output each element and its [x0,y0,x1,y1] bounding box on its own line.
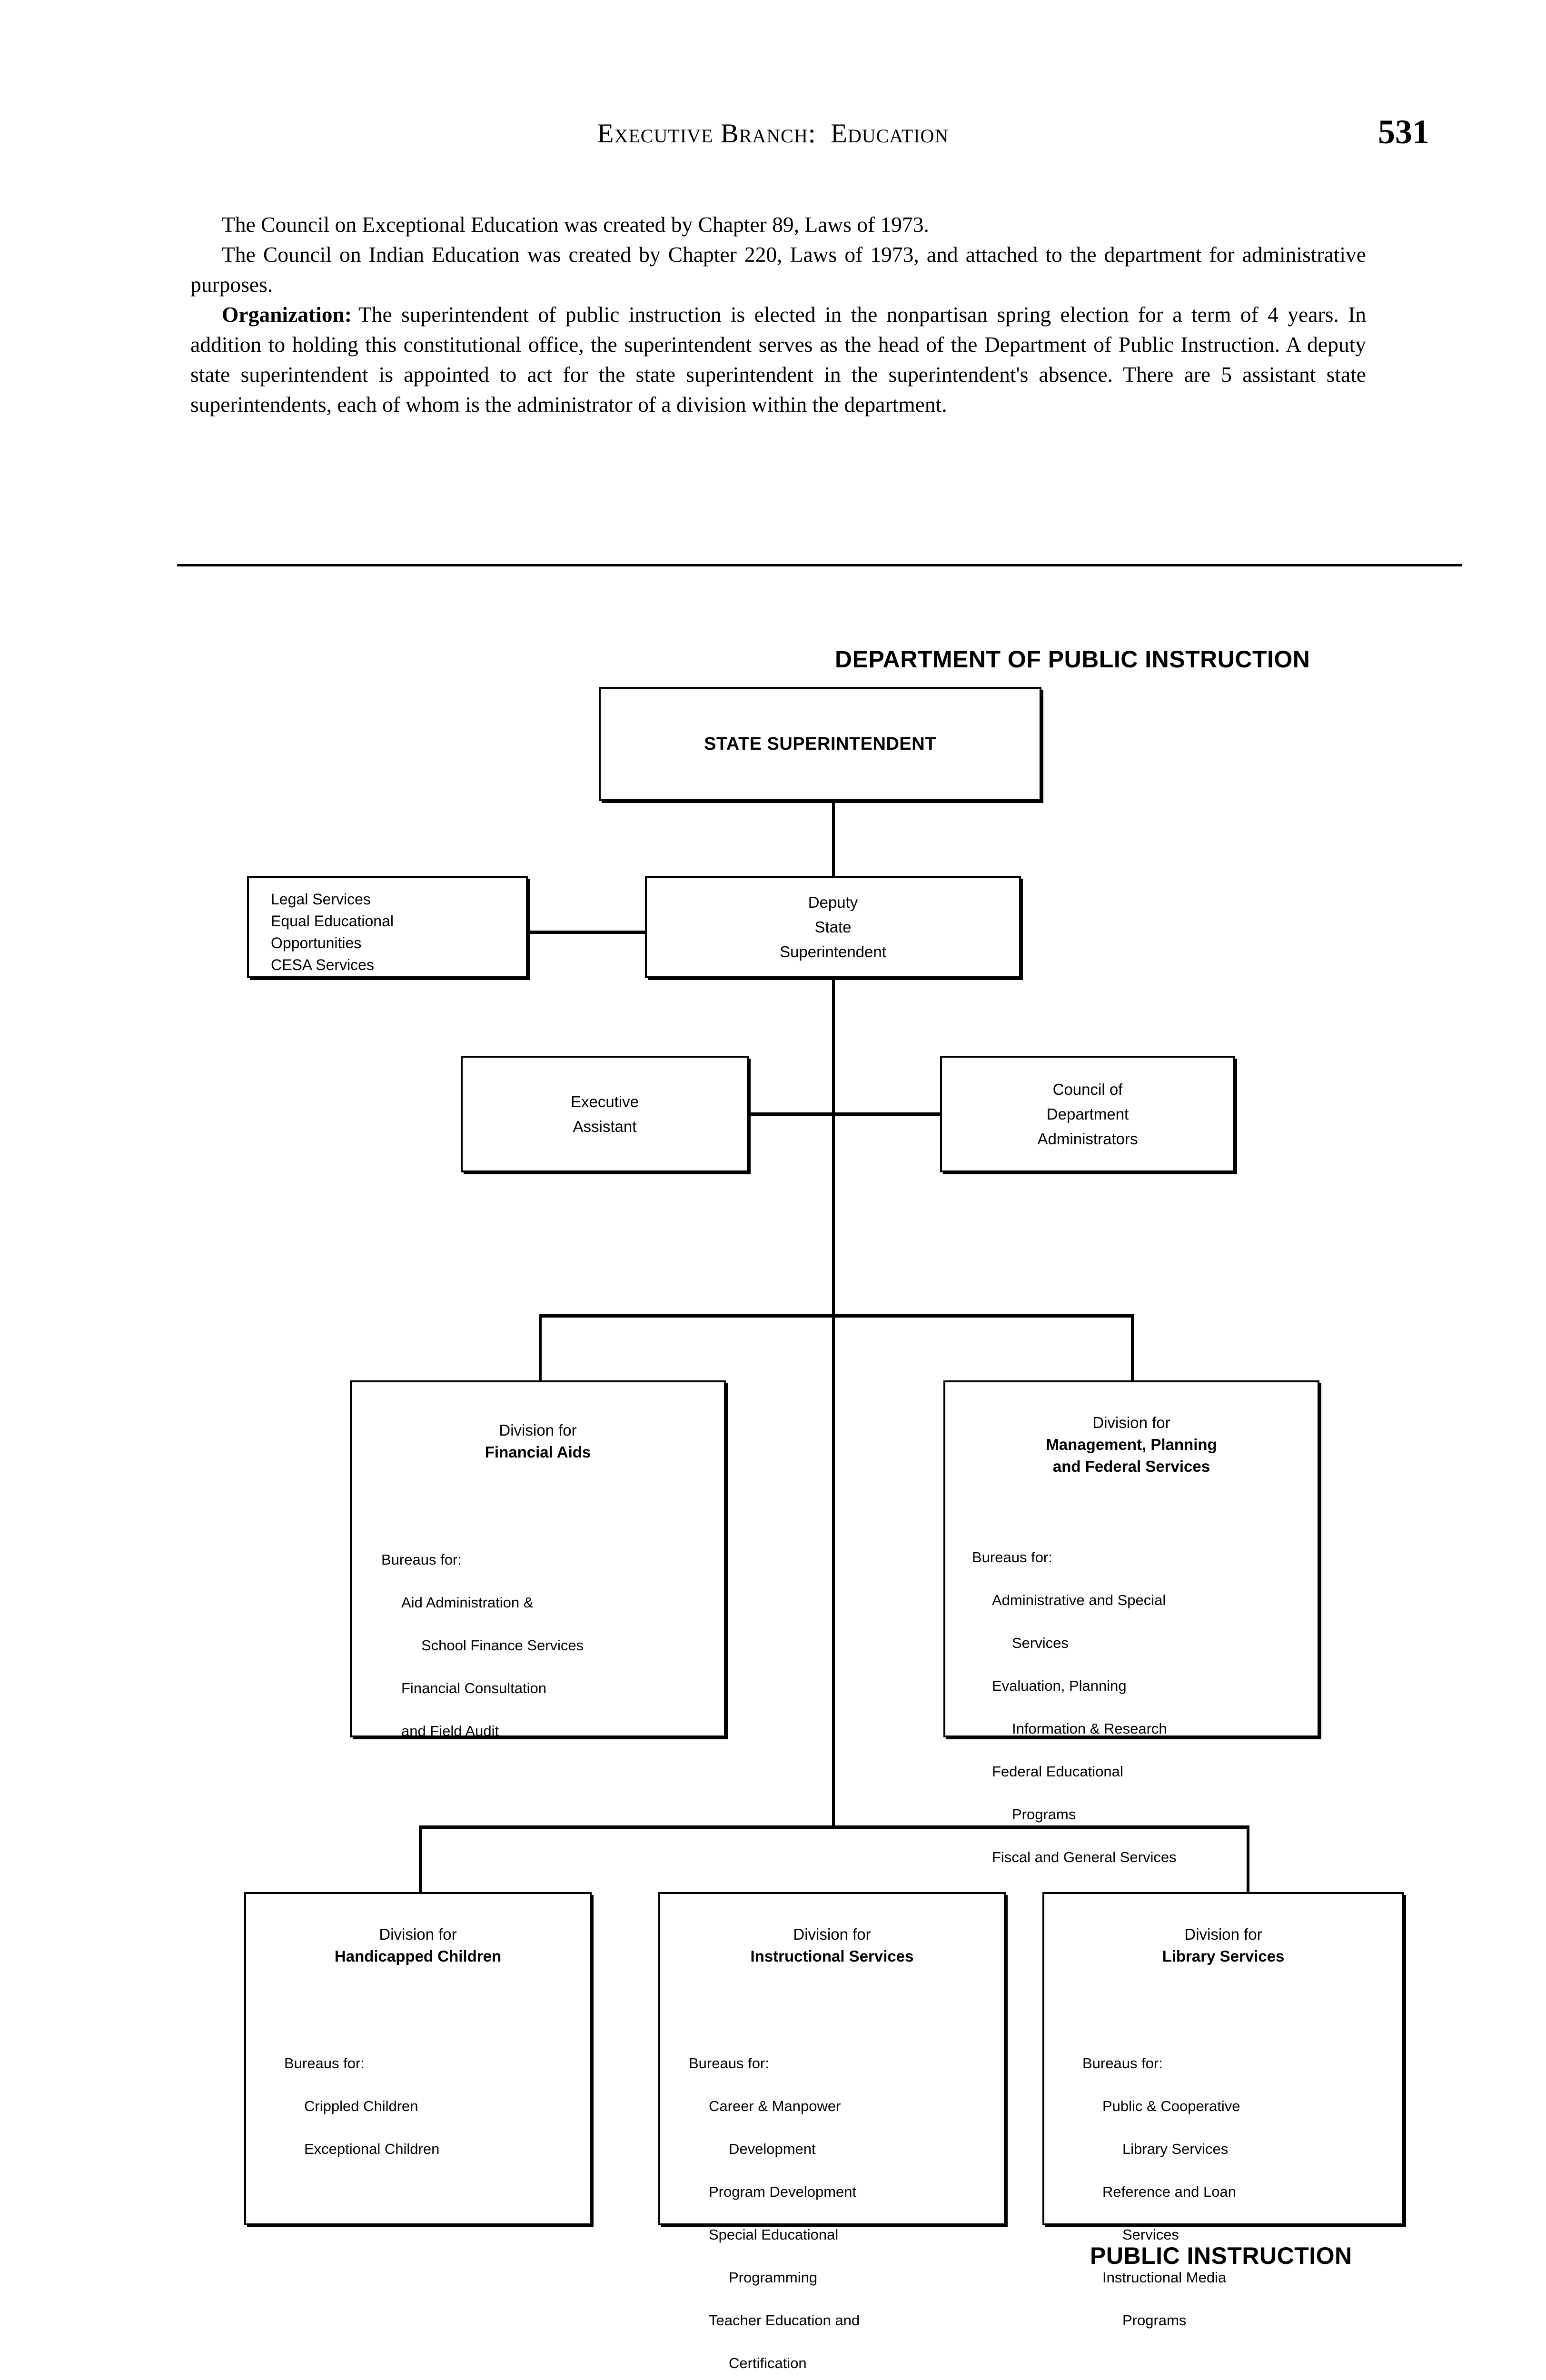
bureau-item: Certification [729,2355,807,2371]
bureau-item: Crippled Children [304,2098,418,2114]
division-instructional-name: Instructional Services [750,1947,914,1965]
node-legal-services: Legal Services Equal Educational Opportu… [247,876,528,978]
running-head: Executive Branch: Education [597,119,949,149]
node-legal-services-label: Legal Services Equal Educational Opportu… [271,891,394,973]
drop-division-library-services [1247,1825,1249,1894]
node-executive-assistant: Executive Assistant [461,1056,749,1172]
connector-supt-to-deputy [832,801,835,877]
page-number: 531 [1378,113,1429,151]
bureaus-header: Bureaus for: [689,2055,769,2072]
organization-text: The superintendent of public instruction… [190,302,1366,416]
bureau-item: Program Development [709,2183,857,2200]
bureau-item: Information & Research [1012,1720,1167,1737]
division-financial-aids-bureaus: Bureaus for: Aid Administration & School… [381,1527,584,1763]
bureaus-header: Bureaus for: [381,1551,462,1568]
connector-trunk-row1-to-row2 [832,1316,835,1828]
connector-execasst-to-council [749,1112,941,1116]
connector-deputy-trunk [832,978,835,1316]
division-management-name: Management, Planning and Federal Service… [1046,1436,1217,1475]
node-deputy-label: Deputy State Superintendent [780,893,886,961]
section-divider-rule [177,564,1462,566]
division-financial-aids-prefix: Division for [499,1421,577,1439]
division-handicapped-name: Handicapped Children [334,1947,502,1965]
bureau-item: Services [1012,1635,1069,1651]
bureau-item: Reference and Loan [1102,2183,1236,2200]
bureau-item: School Finance Services [421,1637,584,1654]
paragraph-1: The Council on Exceptional Education was… [222,212,929,237]
bureau-item: Development [729,2141,816,2157]
bureaus-header: Bureaus for: [972,1549,1052,1566]
bus-divisions-row2 [419,1825,1249,1829]
bureau-item: Federal Educational [992,1763,1123,1780]
node-deputy-state-superintendent: Deputy State Superintendent [645,876,1021,978]
bureau-item: Programs [1122,2312,1187,2329]
bureau-item: Aid Administration & [401,1594,534,1611]
bureau-item: Library Services [1122,2141,1229,2157]
bureaus-header: Bureaus for: [1082,2055,1163,2072]
drop-division-management-planning [1131,1314,1134,1383]
drop-division-financial-aids [539,1314,542,1383]
chart-title: DEPARTMENT OF PUBLIC INSTRUCTION [835,646,1310,673]
bureau-item: Services [1122,2226,1179,2243]
division-library-prefix: Division for [1184,1925,1262,1943]
bureau-item: Public & Cooperative [1102,2098,1240,2114]
division-library-bureaus: Bureaus for: Public & Cooperative Librar… [1082,2031,1240,2352]
chart-footer-label: PUBLIC INSTRUCTION [1090,2242,1352,2269]
bureau-item: Special Educational [709,2226,839,2243]
bureau-item: Evaluation, Planning [992,1677,1127,1694]
division-library-name: Library Services [1162,1947,1285,1965]
bureaus-header: Bureaus for: [284,2055,365,2072]
bus-divisions-row1 [539,1314,1134,1318]
paragraph-2: The Council on Indian Education was crea… [190,242,1366,297]
division-financial-aids-name: Financial Aids [485,1443,591,1461]
paragraph-organization: Organization:The superintendent of publi… [190,299,1366,419]
node-executive-assistant-label: Executive Assistant [570,1092,639,1135]
division-handicapped-bureaus: Bureaus for: Crippled Children Exception… [284,2031,439,2181]
bureau-item: and Field Audit [401,1723,499,1739]
drop-division-handicapped-children [419,1825,422,1894]
body-text: The Council on Exceptional Education was… [190,209,1366,419]
division-handicapped-prefix: Division for [379,1925,457,1943]
organization-label: Organization: [222,302,352,327]
division-management-bureaus: Bureaus for: Administrative and Special … [972,1525,1177,1889]
bureau-item: Exceptional Children [304,2141,440,2157]
node-state-superintendent-label: STATE SUPERINTENDENT [704,734,936,754]
connector-legal-to-deputy [528,931,647,934]
bureau-item: Programs [1012,1806,1076,1823]
bureau-item: Fiscal and General Services [992,1849,1177,1865]
division-instructional-prefix: Division for [793,1925,871,1943]
bureau-item: Financial Consultation [401,1680,547,1696]
bureau-item: Instructional Media [1102,2269,1227,2286]
bureau-item: Programming [729,2269,818,2286]
node-council-label: Council of Department Administrators [1037,1080,1138,1148]
bureau-item: Career & Manpower [709,2098,841,2114]
node-council-of-department-administrators: Council of Department Administrators [940,1056,1235,1172]
bureau-item: Administrative and Special [992,1592,1166,1608]
division-management-prefix: Division for [1092,1414,1170,1431]
bureau-item: Teacher Education and [709,2312,860,2329]
division-instructional-bureaus: Bureaus for: Career & Manpower Developme… [689,2031,860,2380]
node-state-superintendent: STATE SUPERINTENDENT [599,687,1041,801]
page-header: Executive Branch: Education 531 [0,113,1546,161]
